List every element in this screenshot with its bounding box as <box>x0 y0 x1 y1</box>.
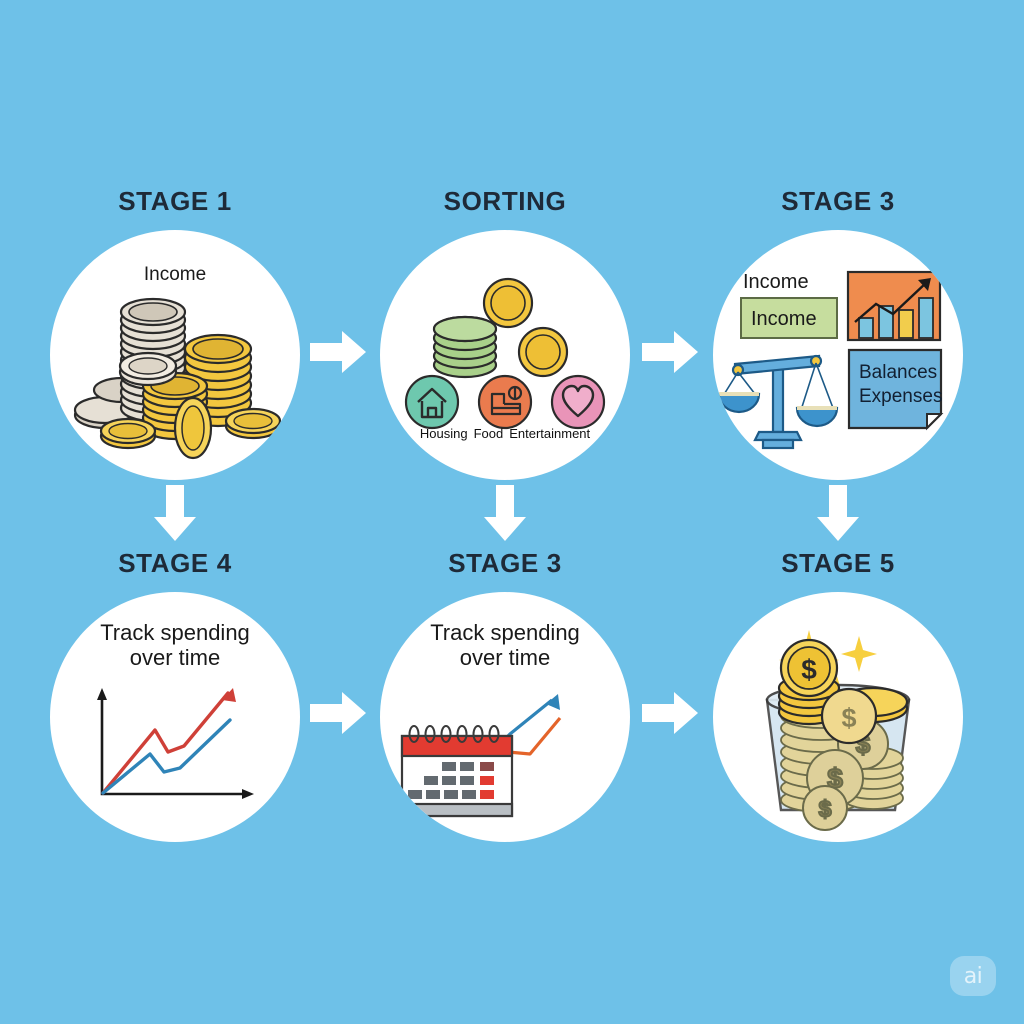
node-circle-sorting: Housing Food Entertainment <box>380 230 630 480</box>
node-circle-stage-3-top: Income Income Balanc <box>713 230 963 480</box>
housing-disc <box>404 374 460 430</box>
arrow-down-icon-2 <box>484 485 526 541</box>
node-circle-stage-5: $ $ $ <box>713 592 963 842</box>
calendar-icon <box>400 725 514 818</box>
node-title-stage-3-bottom: STAGE 3 <box>448 548 562 578</box>
arrow-right-icon-2 <box>642 331 698 373</box>
heart-icon <box>561 384 595 418</box>
bar-chart-tile <box>846 270 942 342</box>
svg-text:$: $ <box>801 654 817 685</box>
line-chart-icon <box>97 688 254 799</box>
node-title-stage-3-top: STAGE 3 <box>781 186 895 216</box>
flow-node-stage-1[interactable]: STAGE 1 Income <box>25 188 325 480</box>
node-title-sorting: SORTING <box>443 186 567 216</box>
savings-jar-icon: $ $ $ <box>765 630 911 831</box>
flow-node-stage-3-top[interactable]: STAGE 3 Income Income <box>688 188 988 480</box>
node-circle-stage-4: Track spending over time <box>50 592 300 842</box>
arrow-right-icon-3 <box>310 692 366 734</box>
category-label-housing: Housing <box>419 426 468 441</box>
house-icon <box>417 387 447 419</box>
node-title-stage-5: STAGE 5 <box>781 548 895 578</box>
circle-label-track-spending-2: Track spending over time <box>430 620 580 671</box>
arrow-down-icon-1 <box>154 485 196 541</box>
flow-node-stage-4[interactable]: STAGE 4 Track spending over time <box>25 550 325 842</box>
arrow-right-icon-4 <box>642 692 698 734</box>
node-title-stage-4: STAGE 4 <box>118 548 232 578</box>
arrow-down-icon-3 <box>817 485 859 541</box>
flow-node-stage-5[interactable]: STAGE 5 <box>688 550 988 842</box>
calendar-trend-icon <box>400 694 562 818</box>
income-box-label: Income <box>751 308 817 330</box>
ai-watermark: ai <box>950 956 996 996</box>
income-balance-chart-icon: Income Income Balanc <box>717 270 944 450</box>
category-label-row: Housing Food Entertainment <box>380 426 630 441</box>
category-label-food: Food <box>473 426 504 441</box>
node-circle-stage-1: Income <box>50 230 300 480</box>
income-text-label: Income <box>743 271 809 293</box>
note-line-1: Balances <box>859 362 937 383</box>
note-card: Balances Expenses <box>847 348 944 431</box>
arrow-right-icon-1 <box>310 331 366 373</box>
coin-pile-icon <box>73 297 282 460</box>
circle-label-income: Income <box>143 264 207 285</box>
svg-text:$: $ <box>819 796 832 822</box>
flow-node-stage-3-bottom[interactable]: STAGE 3 Track spending over time <box>355 550 655 842</box>
node-title-stage-1: STAGE 1 <box>118 186 232 216</box>
note-line-2: Expenses <box>859 386 942 407</box>
svg-text:$: $ <box>841 703 856 733</box>
category-coins-icon <box>404 277 606 430</box>
balance-scale-icon <box>717 354 839 450</box>
sofa-icon <box>490 385 523 416</box>
flow-node-sorting[interactable]: SORTING <box>355 188 655 480</box>
category-label-entertainment: Entertainment <box>509 426 591 441</box>
ai-watermark-text: ai <box>963 963 983 989</box>
circle-label-track-spending-1: Track spending over time <box>100 620 250 671</box>
node-circle-stage-3-bottom: Track spending over time <box>380 592 630 842</box>
